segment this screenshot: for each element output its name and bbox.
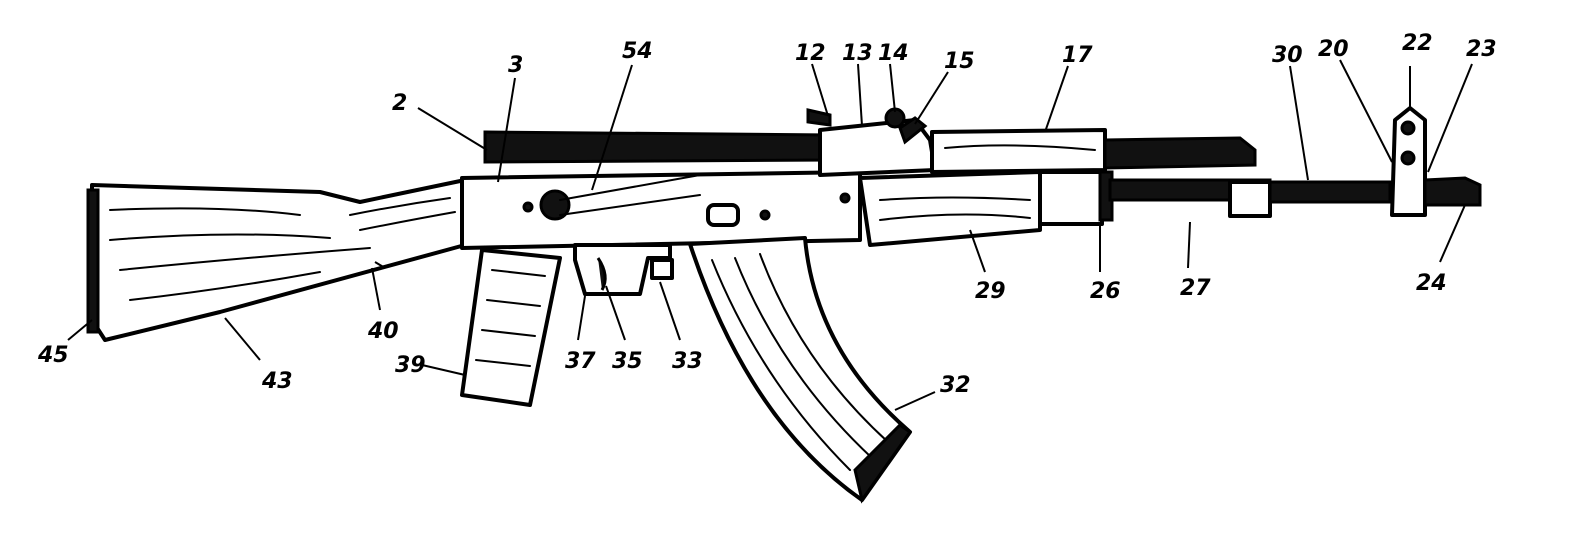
muzzle <box>1423 176 1482 207</box>
label-13: 13 <box>842 41 873 66</box>
label-43: 43 <box>261 369 293 394</box>
label-12: 12 <box>795 41 826 66</box>
label-14: 14 <box>878 41 909 66</box>
label-35: 35 <box>612 349 643 374</box>
label-45: 45 <box>37 343 69 368</box>
trigger-guard <box>573 243 674 296</box>
barrel <box>1108 178 1392 218</box>
part-labels: 2 3 54 12 13 14 15 17 30 20 22 23 24 27 … <box>37 31 1497 398</box>
leader-lines <box>67 59 1473 411</box>
label-2: 2 <box>392 91 407 116</box>
label-29: 29 <box>975 279 1006 304</box>
label-39: 39 <box>395 353 426 378</box>
rear-sight <box>806 107 937 177</box>
label-17: 17 <box>1062 43 1093 68</box>
label-15: 15 <box>944 49 975 74</box>
sling-swivel <box>374 261 386 269</box>
label-54: 54 <box>622 39 653 64</box>
upper-handguard <box>930 128 1257 174</box>
lower-handguard <box>858 170 1114 247</box>
label-22: 22 <box>1402 31 1433 56</box>
label-40: 40 <box>367 319 399 344</box>
label-32: 32 <box>940 373 971 398</box>
label-3: 3 <box>508 53 523 78</box>
label-20: 20 <box>1318 37 1349 62</box>
label-33: 33 <box>672 349 703 374</box>
pistol-grip <box>460 248 562 407</box>
label-26: 26 <box>1090 279 1121 304</box>
label-24: 24 <box>1416 271 1447 296</box>
label-30: 30 <box>1272 43 1303 68</box>
receiver <box>460 130 862 250</box>
label-23: 23 <box>1466 37 1497 62</box>
label-37: 37 <box>565 349 596 374</box>
label-27: 27 <box>1180 276 1211 301</box>
magazine <box>688 236 913 504</box>
stock <box>86 178 467 342</box>
front-sight <box>1390 106 1427 217</box>
